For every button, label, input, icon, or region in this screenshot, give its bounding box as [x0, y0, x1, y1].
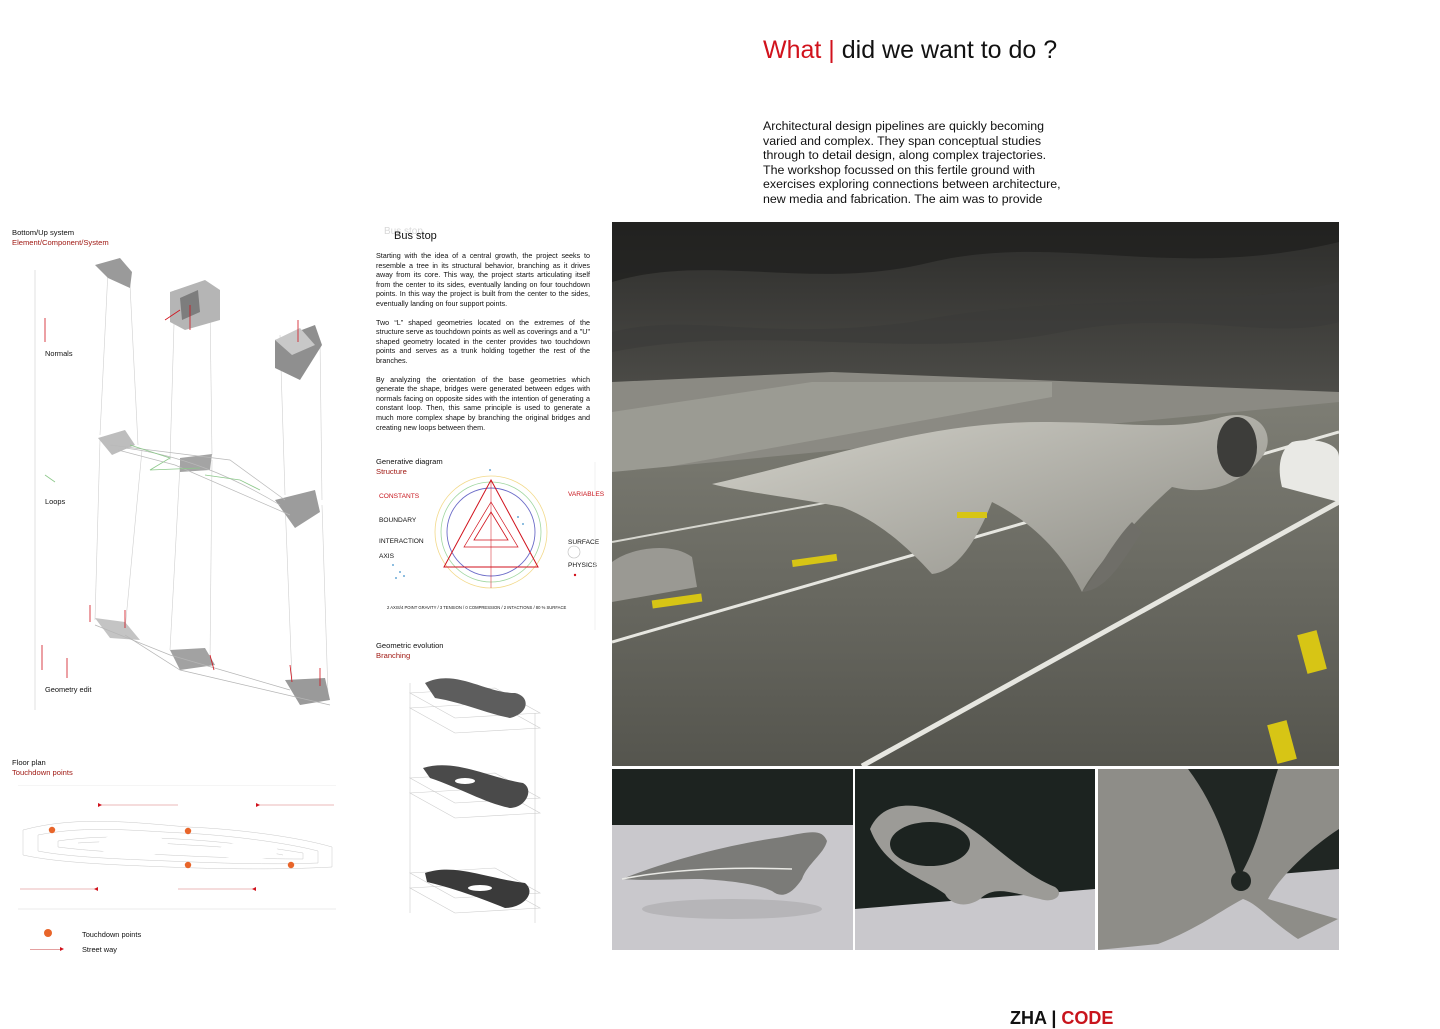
bus-stop-render-2	[855, 769, 1095, 950]
generative-footnote: 2 AXIS/4 POINT GRAVITY / 3 TENSION / 0 C…	[387, 605, 567, 610]
bus-stop-title: Bus stop	[394, 230, 437, 242]
geometric-evolution-diagram	[408, 678, 542, 923]
normals-label: Normals	[45, 349, 73, 358]
generative-radial-diagram	[392, 462, 596, 630]
touchdown-legend-marker	[44, 929, 52, 937]
geometry-edit-label: Geometry edit	[45, 685, 92, 694]
street-legend-label: Street way	[82, 945, 117, 954]
bus-stop-body: Starting with the idea of a central grow…	[376, 251, 590, 441]
floor-plan-drawing	[18, 785, 336, 910]
touchdown-legend-label: Touchdown points	[82, 930, 142, 939]
generative-caption: Generative diagram Structure	[376, 457, 443, 476]
geometric-subtitle: Branching	[376, 650, 411, 660]
floor-plan-caption: Floor plan Touchdown points	[12, 758, 73, 777]
bus-stop-main-render	[612, 222, 1339, 766]
footer-right: CODE	[1056, 1008, 1114, 1028]
bus-stop-paragraph: By analyzing the orientation of the base…	[376, 374, 590, 432]
bottom-up-caption: Bottom/Up system Element/Component/Syste…	[12, 228, 109, 247]
intro-paragraph: Architectural design pipelines are quick…	[763, 119, 1061, 206]
loops-label: Loops	[45, 497, 66, 506]
bus-stop-ghost-title: Bus stop	[384, 226, 423, 237]
interaction-label: INTERACTION	[379, 538, 424, 545]
generative-title: Generative diagram	[376, 457, 443, 466]
bottom-up-title: Bottom/Up system	[12, 228, 75, 237]
geometric-caption: Geometric evolution Branching	[376, 641, 444, 660]
street-legend-arrow-icon	[60, 947, 64, 951]
constants-label: CONSTANTS	[379, 493, 420, 500]
exploded-axonometric-diagram	[34, 258, 331, 710]
title-rest: did we want to do ?	[834, 36, 1058, 64]
footer-brand: ZHA | CODE	[1010, 1008, 1113, 1029]
surface-label: SURFACE	[568, 539, 600, 546]
bus-stop-paragraph: Two “L” shaped geometries located on the…	[376, 317, 590, 365]
generative-subtitle: Structure	[376, 466, 407, 476]
geometric-title: Geometric evolution	[376, 641, 444, 650]
axis-label: AXIS	[379, 553, 395, 560]
boundary-label: BOUNDARY	[379, 517, 417, 524]
floor-plan-subtitle: Touchdown points	[12, 767, 73, 777]
floor-plan-title: Floor plan	[12, 758, 46, 767]
bus-stop-render-1	[612, 769, 853, 950]
title-accent: What |	[763, 36, 835, 64]
bus-stop-render-3	[1098, 769, 1339, 950]
street-legend-line	[30, 949, 62, 950]
variables-label: VARIABLES	[568, 491, 605, 498]
physics-label: PHYSICS	[568, 562, 597, 569]
bus-stop-paragraph: Starting with the idea of a central grow…	[376, 251, 590, 308]
page-title: What | did we want to do ?	[763, 36, 1057, 65]
bottom-up-subtitle: Element/Component/System	[12, 237, 109, 247]
footer-left: ZHA |	[1010, 1008, 1057, 1028]
